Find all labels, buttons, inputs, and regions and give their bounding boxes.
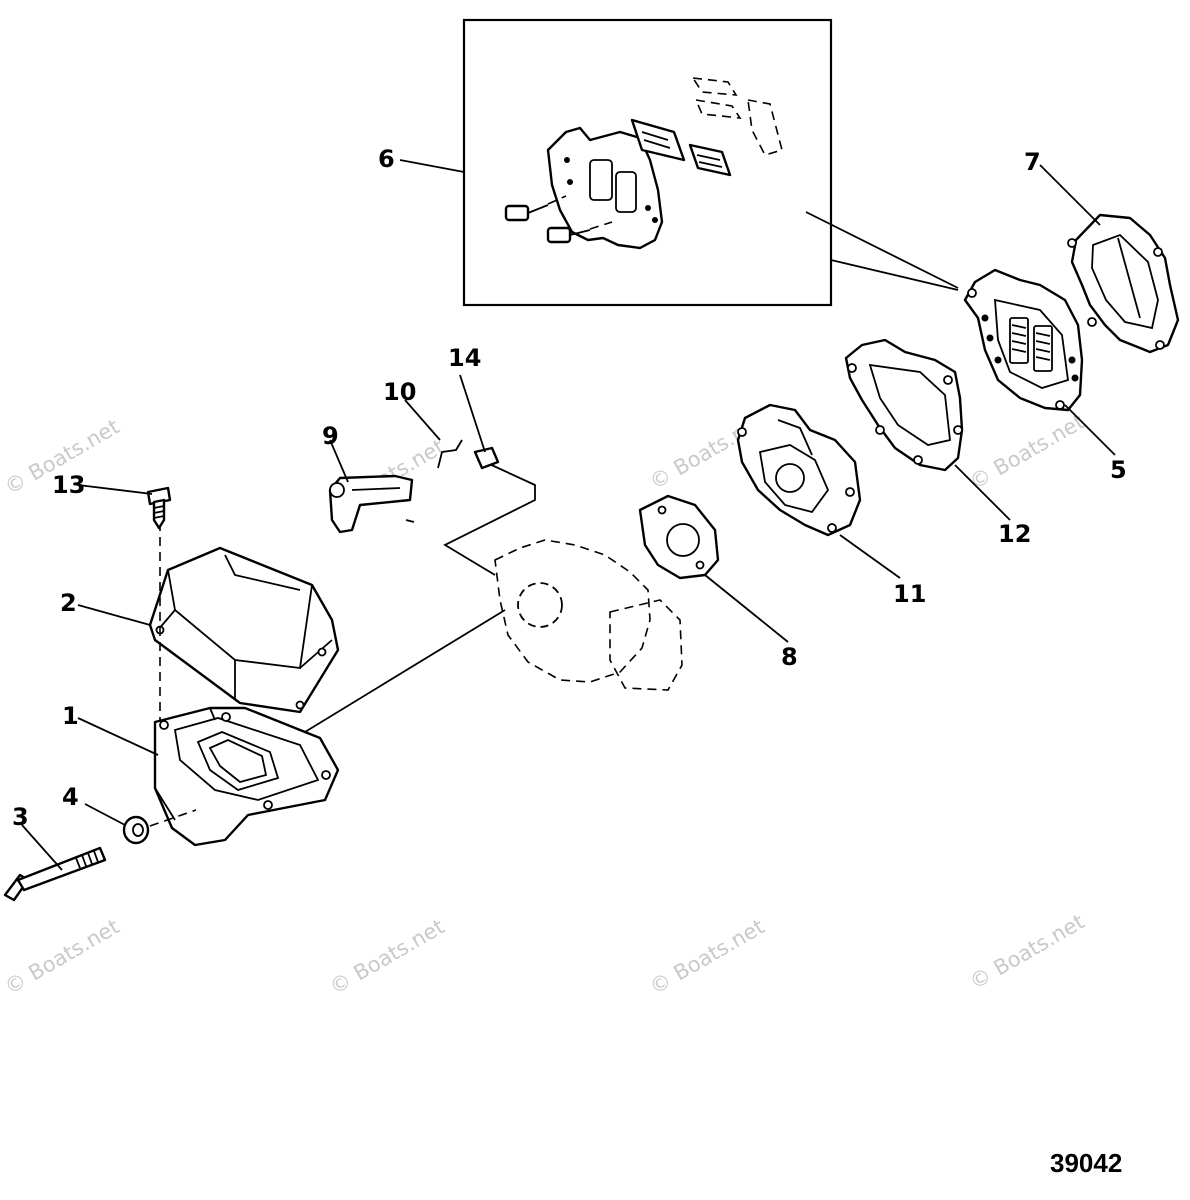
gasket-item-7	[1067, 213, 1180, 354]
screw-item-13	[146, 486, 172, 530]
callouts: 6 7 5 12 11 8 14 10 9 13 2 1 4 3	[12, 145, 1127, 831]
callout-8: 8	[781, 643, 798, 671]
inset-reed-petal	[630, 118, 686, 162]
inset-screw	[546, 221, 613, 244]
base-item-1	[153, 706, 340, 847]
callout-14: 14	[448, 344, 481, 372]
callout-7: 7	[1024, 148, 1041, 176]
watermark: © Boats.net	[966, 909, 1089, 994]
callout-9: 9	[322, 422, 339, 450]
inset-reed-petal	[688, 143, 732, 177]
callout-13: 13	[52, 471, 85, 499]
callout-5: 5	[1110, 456, 1127, 484]
leader-lines	[21, 159, 1116, 871]
linkage-leaders	[443, 461, 536, 576]
callout-12: 12	[998, 520, 1031, 548]
callout-3: 3	[12, 803, 29, 831]
adaptor-item-11	[736, 403, 862, 537]
watermark: © Boats.net	[966, 409, 1089, 494]
watermark: © Boats.net	[646, 914, 769, 999]
gasket-item-8	[638, 494, 720, 580]
inset-screw	[504, 195, 567, 222]
washer-item-4	[122, 809, 197, 845]
inset-box	[462, 18, 959, 307]
cover-item-2	[148, 546, 340, 714]
watermark: © Boats.net	[1, 914, 124, 999]
callout-11: 11	[893, 580, 926, 608]
bolt-item-3	[3, 846, 107, 902]
callout-4: 4	[62, 783, 79, 811]
choke-lever-item-9	[328, 474, 415, 534]
clip-item-14	[473, 446, 500, 470]
callout-2: 2	[60, 589, 77, 617]
callout-6: 6	[378, 145, 395, 173]
watermark: © Boats.net	[326, 914, 449, 999]
figure-number: 39042	[1050, 1148, 1122, 1178]
carburetor-reference	[299, 539, 683, 736]
link-item-10	[437, 439, 463, 469]
callout-10: 10	[383, 378, 416, 406]
callout-1: 1	[62, 702, 79, 730]
gasket-item-12	[844, 338, 964, 472]
reed-block-item-5	[963, 268, 1084, 412]
